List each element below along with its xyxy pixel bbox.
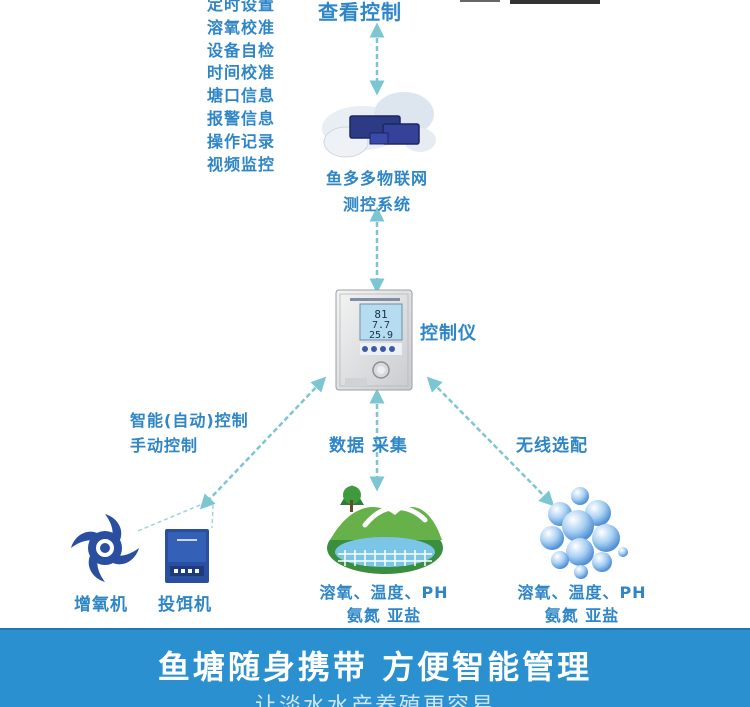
aerator-icon <box>71 514 139 582</box>
feeder-label: 投饵机 <box>158 595 212 615</box>
device-reading-3: 25.9 <box>369 330 393 341</box>
wireless-option-label: 无线选配 <box>516 436 588 456</box>
pond-landscape-icon <box>327 485 443 574</box>
platform-label-line2: 测控系统 <box>342 195 411 214</box>
device-reading-1: 81 <box>374 308 387 321</box>
menu-item-pond-info: 塘口信息 <box>207 86 276 106</box>
menu-item-time-calibration: 时间校准 <box>207 63 276 83</box>
function-menu-list: 定时设置 溶氧校准 设备自检 时间校准 塘口信息 报警信息 操作记录 视频监控 <box>207 0 297 176</box>
wireless-parameters-line1: 溶氧、温度、PH <box>517 583 647 602</box>
controller-label: 控制仪 <box>420 323 477 344</box>
device-reading-2: 7.7 <box>372 320 390 331</box>
control-mode-auto: 智能(自动)控制 <box>130 411 249 430</box>
data-collection-label: 数据 采集 <box>329 436 408 456</box>
platform-label: 鱼多多物联网 测控系统 <box>322 166 432 218</box>
menu-item-alarm-info: 报警信息 <box>207 108 276 128</box>
wireless-parameters-label: 溶氧、温度、PH 氨氮 亚盐 <box>494 581 670 627</box>
bottom-banner: 鱼塘随身携带 方便智能管理 让淡水水产养殖更容易 <box>0 628 750 707</box>
banner-title: 鱼塘随身携带 方便智能管理 <box>157 648 593 686</box>
pond-parameters-label: 溶氧、温度、PH 氨氮 亚盐 <box>296 581 472 627</box>
molecule-bubbles-icon <box>540 487 628 579</box>
menu-item-timer-settings: 定时设置 <box>207 0 276 14</box>
menu-item-operation-log: 操作记录 <box>207 131 276 151</box>
pond-parameters-line2: 氨氮 亚盐 <box>346 606 422 625</box>
wireless-parameters-line2: 氨氮 亚盐 <box>544 606 620 625</box>
control-mode-label: 智能(自动)控制 手动控制 <box>130 408 249 458</box>
pond-parameters-line1: 溶氧、温度、PH <box>319 583 449 602</box>
control-mode-manual: 手动控制 <box>130 436 199 455</box>
feeder-icon <box>165 529 209 583</box>
cloud-platform-icon <box>322 92 436 158</box>
menu-item-self-check: 设备自检 <box>207 40 276 60</box>
link-right-arrow <box>426 376 555 507</box>
link-left-arrow <box>137 376 327 532</box>
menu-item-video-monitor: 视频监控 <box>207 154 276 174</box>
banner-subtitle: 让淡水水产养殖更容易 <box>254 694 495 707</box>
controller-device <box>335 289 413 391</box>
aerator-label: 增氧机 <box>74 595 128 615</box>
top-right-device-fragment <box>460 0 600 4</box>
platform-label-line1: 鱼多多物联网 <box>325 169 428 188</box>
view-control-label: 查看控制 <box>318 0 402 24</box>
menu-item-do-calibration: 溶氧校准 <box>207 17 276 37</box>
